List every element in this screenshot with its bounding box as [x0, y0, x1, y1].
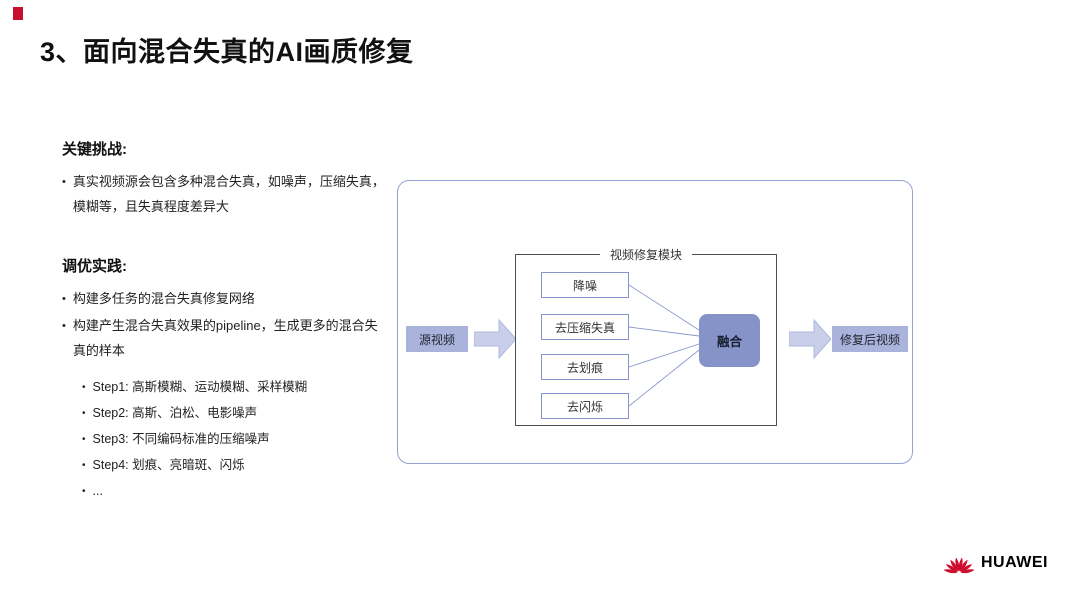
- source-video-node: 源视频: [406, 326, 468, 352]
- list-item: Step2: 高斯、泊松、电影噪声: [82, 401, 386, 427]
- step-text: Step1: 高斯模糊、运动模糊、采样模糊: [92, 380, 308, 394]
- step-text: Step2: 高斯、泊松、电影噪声: [92, 406, 258, 420]
- submodule-deflicker: 去闪烁: [541, 393, 629, 419]
- practice-bullet-text: 构建产生混合失真效果的pipeline，生成更多的混合失真的样本: [72, 318, 378, 358]
- bullet-icon: [82, 479, 86, 505]
- flow-arrow-icon: [789, 319, 831, 359]
- submodule-decompression: 去压缩失真: [541, 314, 629, 340]
- step-text: Step4: 划痕、亮暗斑、闪烁: [92, 458, 245, 472]
- restored-video-node: 修复后视频: [832, 326, 908, 352]
- list-item: Step1: 高斯模糊、运动模糊、采样模糊: [82, 375, 386, 401]
- list-item: Step4: 划痕、亮暗斑、闪烁: [82, 453, 386, 479]
- steps-list: Step1: 高斯模糊、运动模糊、采样模糊 Step2: 高斯、泊松、电影噪声 …: [82, 375, 386, 505]
- connector-lines: [628, 284, 700, 407]
- fusion-node: 融合: [699, 314, 760, 367]
- brand-logo: HUAWEI: [944, 551, 1048, 575]
- module-title: 视频修复模块: [599, 246, 693, 263]
- flow-arrow-icon: [474, 319, 516, 359]
- bullet-icon: [82, 453, 86, 479]
- bullet-icon: [82, 375, 86, 401]
- challenge-bullet-text: 真实视频源会包含多种混合失真，如噪声，压缩失真，模糊等，且失真程度差异大: [72, 174, 385, 214]
- step-text: ...: [92, 484, 103, 498]
- bullet-icon: [82, 401, 86, 427]
- bullet-icon: [62, 169, 66, 219]
- slide-accent-mark: [13, 7, 23, 20]
- practice-bullet: 构建产生混合失真效果的pipeline，生成更多的混合失真的样本: [62, 313, 386, 363]
- challenge-heading: 关键挑战:: [62, 141, 127, 158]
- restoration-module-box: 视频修复模块 降噪 去压缩失真 去划痕 去闪烁 融合: [515, 246, 777, 426]
- list-item: ...: [82, 479, 386, 505]
- practice-bullet: 构建多任务的混合失真修复网络: [62, 286, 386, 313]
- bullet-icon: [62, 286, 66, 313]
- list-item: Step3: 不同编码标准的压缩噪声: [82, 427, 386, 453]
- practice-bullet-text: 构建多任务的混合失真修复网络: [72, 291, 255, 306]
- huawei-flower-icon: [944, 557, 974, 574]
- bullet-icon: [82, 427, 86, 453]
- left-text-column: 关键挑战: 真实视频源会包含多种混合失真，如噪声，压缩失真，模糊等，且失真程度差…: [62, 138, 386, 505]
- pipeline-diagram: 源视频 视频修复模块 降噪 去压缩失真 去划痕 去闪烁 融合 修复后视频: [397, 180, 913, 464]
- brand-name: HUAWEI: [981, 554, 1048, 571]
- submodule-denoise: 降噪: [541, 272, 629, 298]
- practice-heading: 调优实践:: [62, 258, 127, 275]
- step-text: Step3: 不同编码标准的压缩噪声: [92, 432, 270, 446]
- challenge-bullet: 真实视频源会包含多种混合失真，如噪声，压缩失真，模糊等，且失真程度差异大: [62, 169, 386, 219]
- submodule-descratch: 去划痕: [541, 354, 629, 380]
- page-title: 3、面向混合失真的AI画质修复: [40, 37, 414, 67]
- bullet-icon: [62, 313, 66, 363]
